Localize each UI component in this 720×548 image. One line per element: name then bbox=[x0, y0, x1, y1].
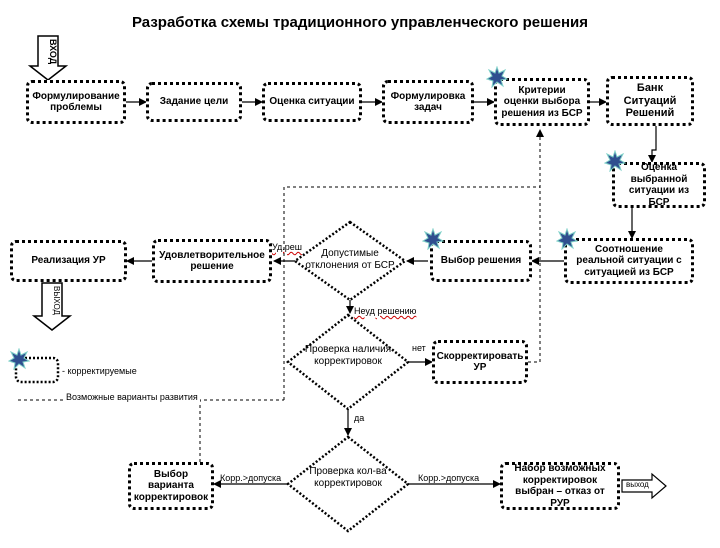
node-zadanie: Задание цели bbox=[146, 82, 242, 122]
label-ud-resh: Уд.реш bbox=[272, 242, 302, 252]
node-ocenka-vybrannoy: Оценка выбранной ситуации из БСР bbox=[612, 162, 706, 208]
label-neud-resheniyu: Неуд решению bbox=[354, 306, 417, 316]
node-formulirovanie: Формулирование проблемы bbox=[26, 80, 126, 124]
node-vybor-varianta: Выбор варианта корректировок bbox=[128, 462, 214, 510]
vykhod-left-label: ВЫХОД bbox=[52, 285, 61, 315]
vkhod-label: ВХОД bbox=[48, 39, 58, 65]
label-net: нет bbox=[412, 343, 426, 353]
legend-text-varianty: Возможные варианты развития bbox=[64, 392, 200, 402]
diagram-title: Разработка схемы традиционного управленч… bbox=[132, 14, 588, 31]
node-formulirovka-zadach: Формулировка задач bbox=[382, 80, 474, 124]
legend-text-korrektiruemye: - корректируемые bbox=[62, 366, 137, 376]
label-korr-left: Корр.>допуска bbox=[220, 473, 282, 483]
decision-text-proverka-nalichiya: Проверка наличия корректировок bbox=[304, 344, 392, 367]
dashed-line-feedback-top bbox=[283, 186, 540, 400]
burst-icon-sootnoshenie bbox=[556, 228, 578, 250]
decision-diamond-proverka-kolva bbox=[285, 435, 411, 533]
node-realizaciya: Реализация УР bbox=[10, 240, 127, 282]
decision-text-dopustimye: Допустимые отклонения от БСР bbox=[305, 248, 395, 271]
legend-corrected-box bbox=[14, 356, 60, 384]
output-arrow-shape-left bbox=[31, 282, 73, 331]
decision-text-proverka-kolva: Проверка кол-ва корректировок bbox=[309, 466, 387, 489]
burst-icon-kriterii bbox=[486, 66, 508, 88]
node-ocenka-situacii: Оценка ситуации bbox=[262, 82, 362, 122]
label-da: да bbox=[354, 413, 365, 423]
arrow-bank-to-ocenka-vybrannoy bbox=[648, 124, 657, 163]
input-arrow-shape bbox=[27, 35, 69, 81]
burst-icon-ocenka-vybrannoy bbox=[604, 150, 626, 172]
node-sootnoshenie: Соотношение реальной ситуации с ситуацие… bbox=[564, 238, 694, 284]
node-kriterii: Критерии оценки выбора решения из БСР bbox=[494, 78, 590, 126]
dashed-line-skorrektirovat-to-kriterii bbox=[528, 129, 544, 363]
node-skorrektirovat: Скорректировать УР bbox=[432, 340, 528, 384]
node-udovletvoritelnoe: Удовлетворительное решение bbox=[152, 239, 272, 283]
burst-icon-legend bbox=[8, 348, 30, 370]
output-arrow-shape-right bbox=[621, 472, 667, 500]
node-vybor-resheniya: Выбор решения bbox=[430, 240, 532, 282]
label-korr-right: Корр.>допуска bbox=[418, 473, 480, 483]
burst-icon-vybor-resheniya bbox=[422, 228, 444, 250]
decision-diamond-dopustimye bbox=[292, 220, 408, 302]
node-bank: Банк Ситуаций Решений bbox=[606, 76, 694, 126]
node-nabor: Набор возможных корректировок выбран – о… bbox=[500, 462, 620, 510]
vykhod-right-label: выход bbox=[626, 480, 649, 489]
